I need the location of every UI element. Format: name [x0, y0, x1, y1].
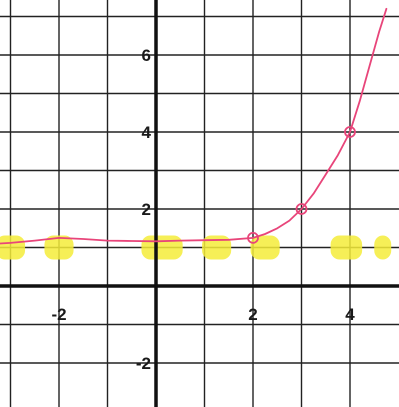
data-point: [247, 231, 259, 244]
asymptote-dash: [44, 235, 74, 260]
asymptote-dash: [330, 235, 363, 260]
y-tick-label: 4: [142, 123, 152, 142]
x-tick-label: 2: [248, 305, 257, 324]
data-point: [295, 203, 308, 215]
y-tick-label: -2: [136, 354, 151, 373]
y-tick-label: 2: [142, 200, 151, 219]
asymptote-dash: [0, 235, 26, 260]
asymptote-dash: [374, 235, 392, 260]
x-tick-label: -2: [51, 305, 66, 324]
asymptote-dash: [141, 235, 183, 260]
x-tick-label: 4: [345, 305, 355, 324]
asymptote-dash: [250, 235, 280, 260]
y-tick-label: 6: [142, 46, 151, 65]
points: [247, 126, 356, 244]
tick-labels: -2 2 4 6 4 2 -2: [51, 46, 355, 373]
data-point: [344, 126, 356, 138]
asymptote-dash: [202, 235, 232, 260]
